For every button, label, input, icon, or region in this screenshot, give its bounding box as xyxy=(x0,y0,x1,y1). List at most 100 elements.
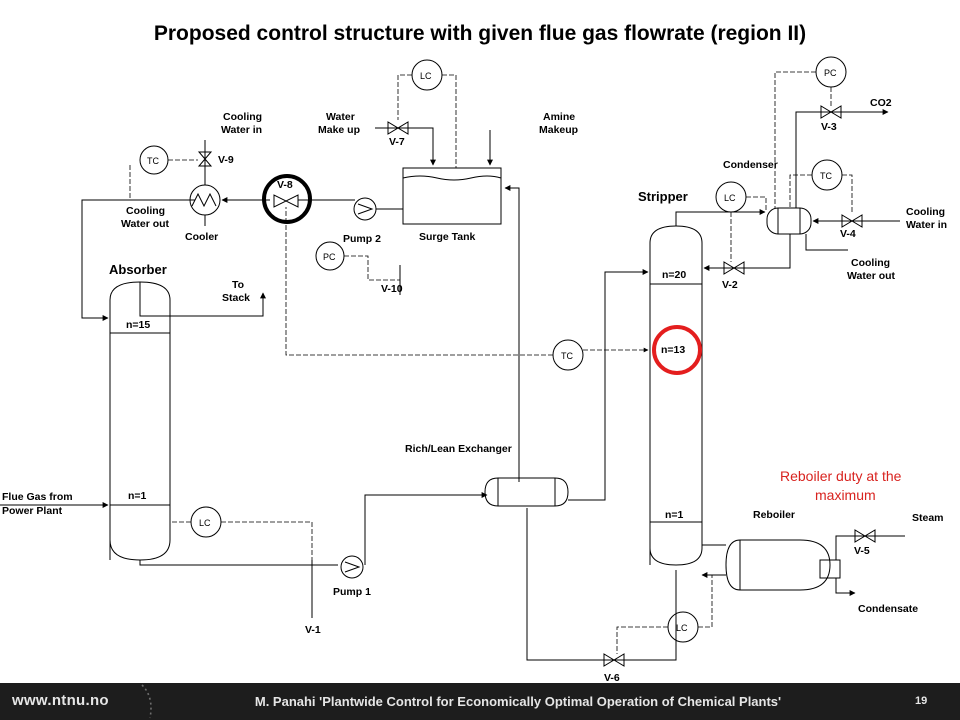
valve-v8-label: V-8 xyxy=(277,179,293,191)
lc-absorber-signal xyxy=(221,521,313,560)
to-stack-label-1: To xyxy=(232,279,244,291)
valve-v9-label: V-9 xyxy=(218,154,234,166)
valve-v3[interactable] xyxy=(820,105,842,119)
lc-surge-meas xyxy=(442,74,457,168)
valve-v2[interactable] xyxy=(723,261,745,275)
lean-amine-to-absorber xyxy=(81,199,195,321)
cw-out-label-2: Water out xyxy=(121,218,170,230)
annotation-line-2: maximum xyxy=(815,487,876,503)
pc-condenser-label: PC xyxy=(824,68,837,78)
cond-cw-out-label-1: Cooling xyxy=(851,257,890,269)
steam-stream xyxy=(835,535,905,560)
cooler-exchanger xyxy=(189,184,221,216)
to-stack-stream xyxy=(139,282,266,317)
valve-v5[interactable] xyxy=(854,529,876,543)
lc-absorber-label: LC xyxy=(199,518,211,528)
flue-gas-label-2: Power Plant xyxy=(2,505,63,517)
stripper-stage-bottom: n=1 xyxy=(665,509,684,521)
stripper-vapour xyxy=(675,209,766,226)
footer-bar: www.ntnu.no M. Panahi 'Plantwide Control… xyxy=(0,683,960,720)
valve-v9[interactable] xyxy=(197,151,213,167)
flue-gas-label-1: Flue Gas from xyxy=(2,491,73,503)
valve-v4-label: V-4 xyxy=(840,228,856,240)
tc-condenser-meas xyxy=(789,174,812,208)
amine-makeup-label-2: Makeup xyxy=(539,124,578,136)
rich-to-stripper xyxy=(568,269,649,501)
absorber-label: Absorber xyxy=(109,262,167,277)
condensate-stream xyxy=(835,578,856,596)
valve-v2-label: V-2 xyxy=(722,279,738,291)
valve-v6-label: V-6 xyxy=(604,672,620,683)
valve-v7[interactable] xyxy=(387,121,409,135)
water-makeup-label-2: Make up xyxy=(318,124,360,136)
tc-stripper-to-v8-signal xyxy=(285,207,553,356)
to-stack-label-2: Stack xyxy=(222,292,250,304)
surge-tank-label: Surge Tank xyxy=(419,231,476,243)
lc-reboiler-signal xyxy=(616,626,668,654)
valve-v8[interactable] xyxy=(273,194,299,208)
tc-condenser-signal xyxy=(842,174,853,214)
condensate-label: Condensate xyxy=(858,603,918,615)
stripper-column xyxy=(649,225,703,566)
lc-reboiler-label: LC xyxy=(676,623,688,633)
valve-v4[interactable] xyxy=(841,214,863,228)
lean-return-stream xyxy=(504,185,520,482)
cond-cw-in-label-1: Cooling xyxy=(906,206,945,218)
reboiler-kettle xyxy=(725,539,841,591)
stripper-stage-top: n=20 xyxy=(662,269,686,281)
condenser-drum xyxy=(766,207,812,235)
water-makeup-label-1: Water xyxy=(326,111,355,123)
rich-lean-exchanger xyxy=(484,477,569,507)
valve-v7-label: V-7 xyxy=(389,136,405,148)
water-makeup-stream xyxy=(375,127,436,166)
condenser-label: Condenser xyxy=(723,159,778,171)
process-flow-diagram: Absorber n=15 n=1 Flue Gas from Power Pl… xyxy=(0,56,947,683)
co2-stream xyxy=(795,109,889,208)
absorber-stage-bottom: n=1 xyxy=(128,490,147,502)
lean-from-stripper xyxy=(526,508,677,661)
rich-lean-label: Rich/Lean Exchanger xyxy=(405,443,512,455)
valve-v5-label: V-5 xyxy=(854,545,870,557)
pump2-label: Pump 2 xyxy=(343,233,381,245)
cond-cw-in-label-2: Water in xyxy=(906,219,947,231)
cw-in-label-2: Water in xyxy=(221,124,262,136)
lc-surge-signal xyxy=(397,74,412,120)
surge-tank xyxy=(402,167,502,225)
cond-cw-out-label-2: Water out xyxy=(847,270,896,282)
pc-pump2-label: PC xyxy=(323,252,336,262)
steam-label: Steam xyxy=(912,512,944,524)
cond-cw-out-stream xyxy=(805,234,848,251)
v8-highlight-circle xyxy=(262,174,312,224)
cooler-label: Cooler xyxy=(185,231,218,243)
cw-in-label-1: Cooling xyxy=(223,111,262,123)
rich-amine-stream xyxy=(139,560,338,566)
footer-swoosh-icon xyxy=(141,684,152,719)
tc-condenser-label: TC xyxy=(820,171,832,181)
stripper-label: Stripper xyxy=(638,189,688,204)
reflux-stream xyxy=(703,234,791,271)
n13-highlight-circle xyxy=(652,325,702,375)
reboiler-label: Reboiler xyxy=(753,509,795,521)
cw-out-label-1: Cooling xyxy=(126,205,165,217)
tc-cooler-label: TC xyxy=(147,156,159,166)
lc-reboiler-meas xyxy=(698,575,713,628)
valve-v6[interactable] xyxy=(603,653,625,667)
footer-site: www.ntnu.no xyxy=(12,692,109,709)
absorber-column xyxy=(109,281,171,561)
pump-2[interactable] xyxy=(353,197,377,221)
tc-stripper-label: TC xyxy=(561,351,573,361)
pump-1[interactable] xyxy=(340,555,364,579)
lc-stripper-top-label: LC xyxy=(724,193,736,203)
valve-v3-label: V-3 xyxy=(821,121,837,133)
rich-to-exchanger xyxy=(364,492,488,565)
annotation-line-1: Reboiler duty at the xyxy=(780,468,902,484)
pc-pump2-signal xyxy=(344,255,400,281)
pump1-label: Pump 1 xyxy=(333,586,371,598)
footer-reference: M. Panahi 'Plantwide Control for Economi… xyxy=(254,694,782,709)
stripper-stage-mid: n=13 xyxy=(661,344,685,356)
co2-label: CO2 xyxy=(870,97,892,109)
lc-stripper-top-meas xyxy=(746,196,767,210)
footer-page-number: 19 xyxy=(915,695,928,707)
valve-v10-label: V-10 xyxy=(381,283,403,295)
slide-title: Proposed control structure with given fl… xyxy=(153,22,807,45)
